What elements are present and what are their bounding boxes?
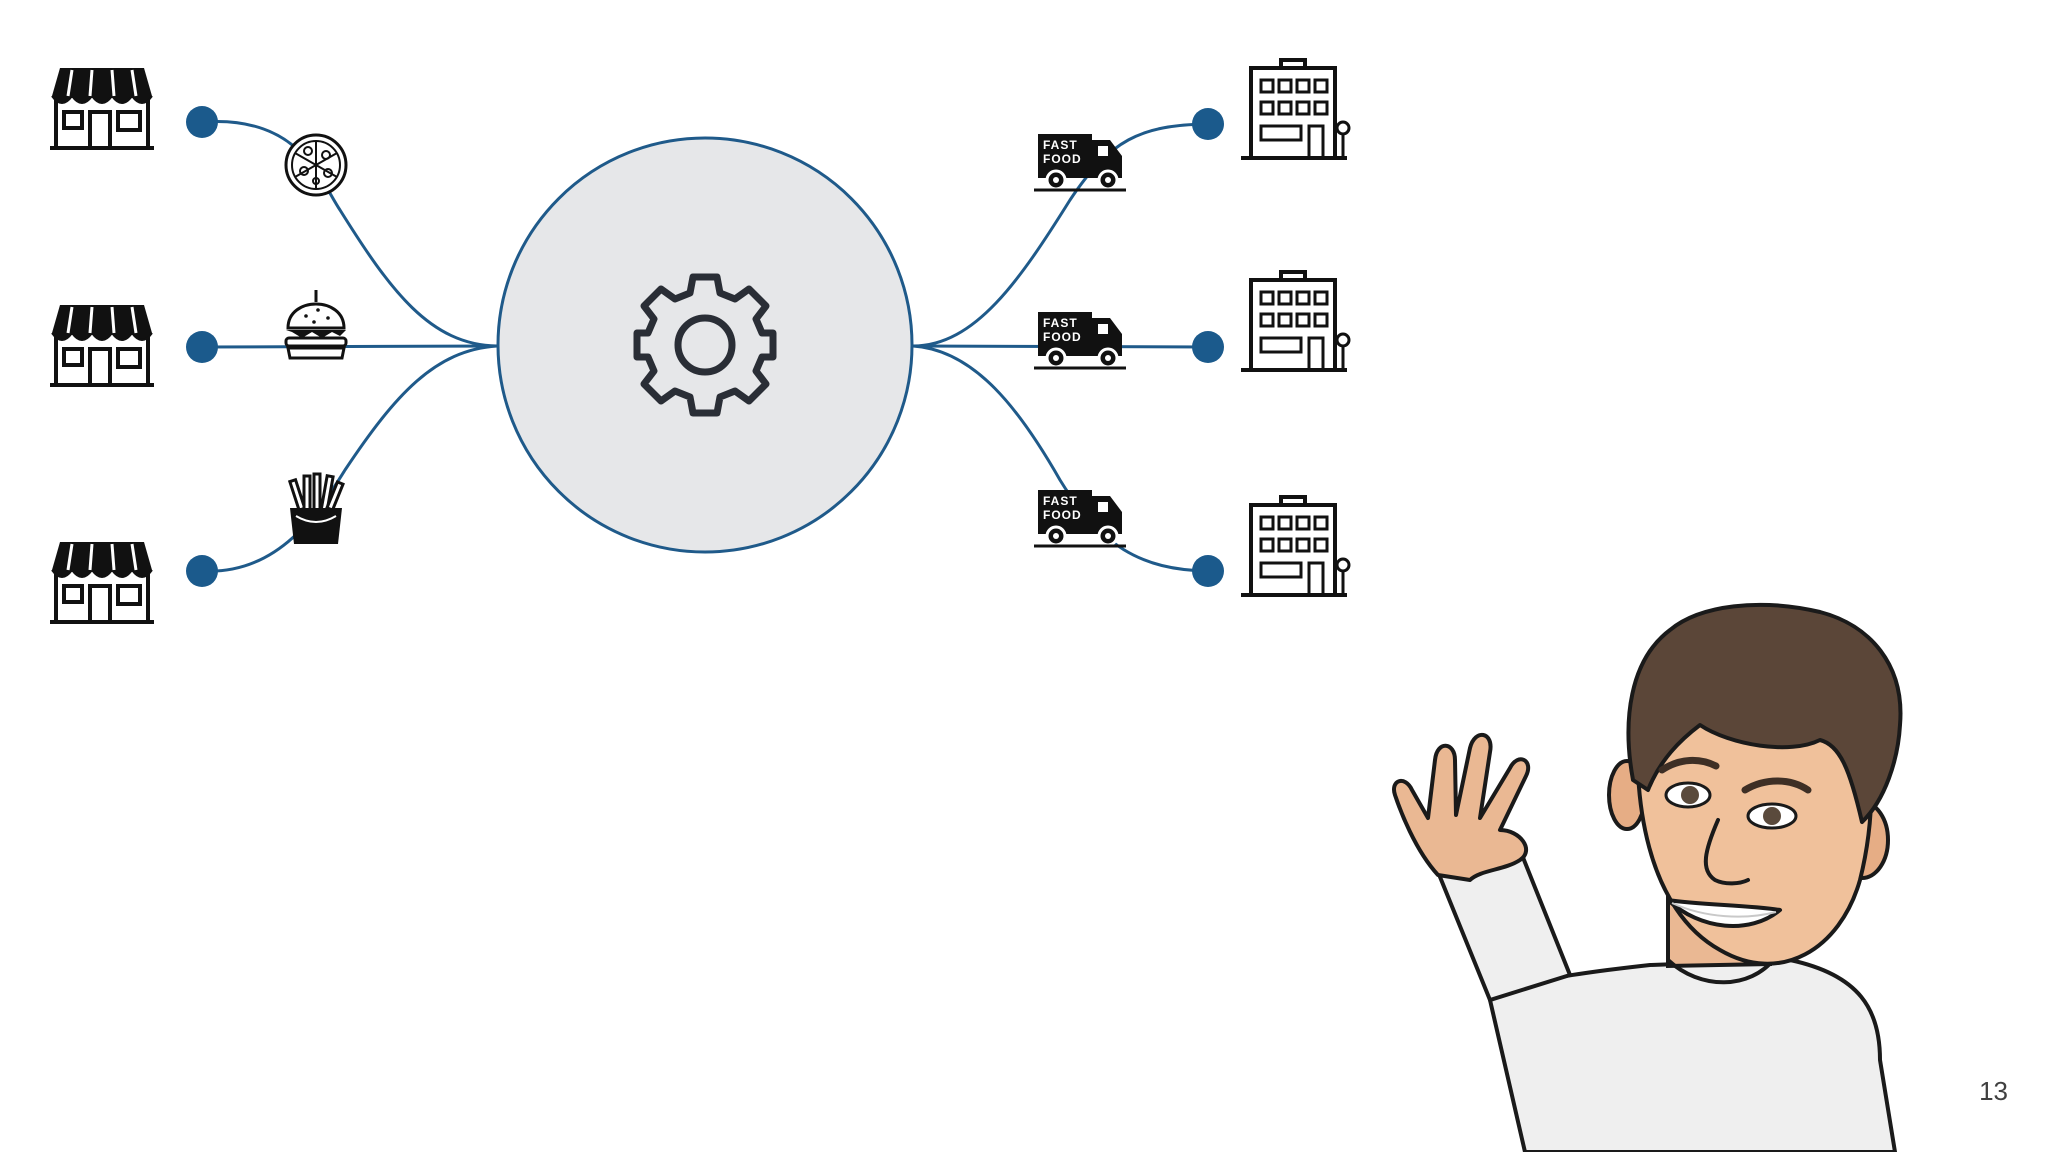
food-truck-icon: FAST FOOD [1032,132,1128,192]
node-dot-right-middle [1192,331,1224,363]
connector-left-top [202,120,498,348]
fries-icon [287,472,345,544]
food-truck-icon: FAST FOOD [1032,488,1128,548]
burger-icon [284,290,348,360]
waving-avatar [1392,602,1903,1152]
connector-right-top [912,122,1209,348]
truck-label-line2: FOOD [1043,330,1082,344]
office-building-icon [1239,495,1351,597]
food-truck-icon: FAST FOOD [1032,310,1128,370]
connector-left-middle [202,344,498,349]
gear-icon [633,273,777,417]
node-dot-left-middle [186,331,218,363]
central-hub [496,136,914,554]
truck-label-line1: FAST [1043,138,1078,152]
node-dot-right-bottom [1192,555,1224,587]
node-dot-left-bottom [186,555,218,587]
storefront-icon [48,540,156,624]
node-dots [186,106,1224,587]
truck-label-line2: FOOD [1043,508,1082,522]
storefront-icon [48,303,156,387]
connector-right-bottom [912,344,1209,573]
pizza-icon [284,133,348,197]
node-dot-left-top [186,106,218,138]
truck-label-line1: FAST [1043,316,1078,330]
office-building-icon [1239,270,1351,372]
node-dot-right-top [1192,108,1224,140]
office-building-icon [1239,58,1351,160]
truck-label-line2: FOOD [1043,152,1082,166]
truck-label-line1: FAST [1043,494,1078,508]
connector-left-bottom [202,344,498,573]
storefront-icon [48,66,156,150]
slide-number: 13 [1979,1076,2008,1106]
